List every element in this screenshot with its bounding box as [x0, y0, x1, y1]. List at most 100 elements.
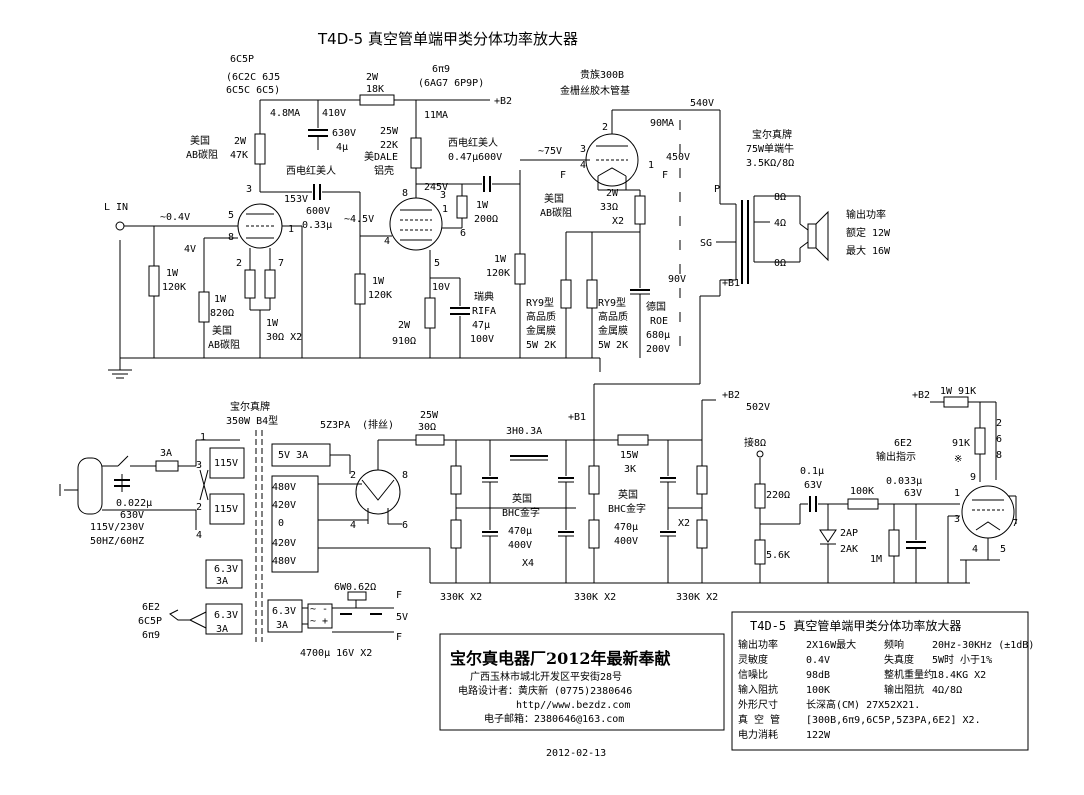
- svg-text:~ +: ~ +: [310, 616, 328, 627]
- svg-text:115V: 115V: [214, 504, 238, 515]
- svg-text:1W: 1W: [476, 200, 489, 211]
- manufacturer-banner: [439, 633, 725, 731]
- stage1-tube-label: 6C5P: [230, 54, 254, 65]
- schematic-title: T4D-5 真空管单端甲类分体功率放大器: [317, 30, 578, 48]
- heater-winding-b: [205, 603, 243, 635]
- svg-text:910Ω: 910Ω: [392, 336, 416, 347]
- svg-text:+B2: +B2: [722, 390, 740, 401]
- svg-text:470μ: 470μ: [614, 522, 638, 533]
- svg-text:+B2: +B2: [912, 390, 930, 401]
- svg-text:西电红美人: 西电红美人: [448, 136, 498, 149]
- svg-text:120K: 120K: [162, 282, 186, 293]
- svg-text:90V: 90V: [668, 274, 686, 285]
- ground-icon: [108, 369, 132, 379]
- svg-text:金属膜: 金属膜: [526, 324, 556, 337]
- stage1-cathode-resistor: [198, 291, 210, 323]
- svg-text:5: 5: [434, 258, 440, 269]
- svg-text:BHC金字: BHC金字: [502, 506, 540, 519]
- svg-text:11MA: 11MA: [424, 110, 448, 121]
- svg-text:502V: 502V: [746, 402, 770, 413]
- indicator-series-resistor: [847, 498, 879, 510]
- svg-text:8: 8: [402, 470, 408, 481]
- heater-winding-a: [205, 559, 243, 589]
- spec-cell: 长深高(CM) 27X52X21.: [806, 698, 920, 711]
- svg-text:美国: 美国: [190, 134, 210, 147]
- svg-text:6C5P: 6C5P: [138, 616, 162, 627]
- svg-text:5: 5: [228, 210, 234, 221]
- svg-text:480V: 480V: [272, 556, 296, 567]
- primary-winding-1: [209, 447, 245, 479]
- svg-text:3: 3: [196, 460, 202, 471]
- secondary-hv: [271, 475, 319, 573]
- svg-text:RY9型: RY9型: [598, 296, 626, 309]
- mains-plug-icon[interactable]: [59, 457, 103, 515]
- svg-text:153V: 153V: [284, 194, 308, 205]
- svg-text:~75V: ~75V: [538, 146, 562, 157]
- svg-text:X2: X2: [678, 518, 690, 529]
- svg-text:100K: 100K: [850, 486, 874, 497]
- svg-text:4: 4: [384, 236, 390, 247]
- indicator-91k-resistor: [974, 427, 986, 455]
- svg-text:+B1: +B1: [568, 412, 586, 423]
- svg-text:4: 4: [196, 530, 202, 541]
- svg-text:3: 3: [440, 190, 446, 201]
- svg-text:18K: 18K: [366, 84, 384, 95]
- svg-text:最大 16W: 最大 16W: [846, 244, 891, 257]
- svg-text:1W 91K: 1W 91K: [940, 386, 976, 397]
- spec-cell: 100K: [806, 685, 830, 696]
- svg-text:~ -: ~ -: [310, 604, 328, 615]
- spec-cell: 灵敏度: [738, 653, 768, 666]
- svg-text:120K: 120K: [368, 290, 392, 301]
- svg-text:额定 12W: 额定 12W: [846, 226, 891, 239]
- input-jack-icon[interactable]: [115, 221, 125, 231]
- spec-cell: 信噪比: [738, 669, 768, 681]
- svg-text:33Ω: 33Ω: [600, 202, 618, 213]
- fuse: [155, 460, 179, 472]
- b1-label: +B1: [722, 278, 740, 289]
- indicator-r-top: [754, 483, 766, 509]
- spec-cell: 整机重量约: [884, 668, 934, 681]
- spec-cell: 0.4V: [806, 655, 830, 666]
- svg-text:5Z3PA: 5Z3PA: [320, 420, 350, 431]
- svg-text:英国: 英国: [512, 492, 532, 505]
- svg-text:6: 6: [460, 228, 466, 239]
- svg-text:25W: 25W: [420, 410, 439, 421]
- svg-text:F: F: [560, 170, 566, 181]
- spec-cell: 输出功率: [738, 638, 778, 651]
- spec-cell: 失真度: [884, 653, 914, 666]
- svg-text:330K X2: 330K X2: [574, 592, 616, 603]
- svg-text:2W: 2W: [234, 136, 247, 147]
- svg-text:~0.4V: ~0.4V: [160, 212, 190, 223]
- banner-date: 2012-02-13: [546, 748, 606, 759]
- svg-text:820Ω: 820Ω: [210, 308, 234, 319]
- indicator-input-terminal[interactable]: [756, 450, 764, 458]
- spec-cell: 电力消耗: [738, 728, 778, 741]
- output-cathode-resistor-a: [560, 279, 572, 309]
- spec-cell: 18.4KG X2: [932, 670, 986, 681]
- stage1-plate-resistor: [254, 133, 266, 165]
- svg-text:英国: 英国: [618, 488, 638, 501]
- svg-text:22K: 22K: [380, 140, 398, 151]
- svg-text:宝尔真牌: 宝尔真牌: [230, 400, 270, 413]
- heater-resistor-b: [264, 269, 276, 299]
- svg-text:420V: 420V: [272, 538, 296, 549]
- b2-label: +B2: [494, 96, 512, 107]
- svg-text:540V: 540V: [690, 98, 714, 109]
- svg-text:0Ω: 0Ω: [774, 258, 786, 269]
- power-switch-icon[interactable]: [117, 455, 129, 467]
- svg-text:9: 9: [970, 472, 976, 483]
- bridge-rectifier: [307, 603, 333, 629]
- spec-cell: 输出阻抗: [884, 683, 924, 696]
- svg-text:5: 5: [1000, 544, 1006, 555]
- spec-cell: 频响: [884, 638, 904, 651]
- stage2-grid-resistor: [354, 273, 366, 305]
- svg-text:30Ω: 30Ω: [418, 422, 436, 433]
- svg-text:2W: 2W: [606, 188, 619, 199]
- svg-text:3K: 3K: [624, 464, 636, 475]
- primary-winding-2: [209, 493, 245, 525]
- svg-text:0.033μ: 0.033μ: [886, 476, 922, 487]
- svg-text:2AP: 2AP: [840, 528, 858, 539]
- svg-text:6.3V: 6.3V: [214, 564, 238, 575]
- filter-resistor: [415, 434, 445, 446]
- svg-text:6E2: 6E2: [142, 602, 160, 613]
